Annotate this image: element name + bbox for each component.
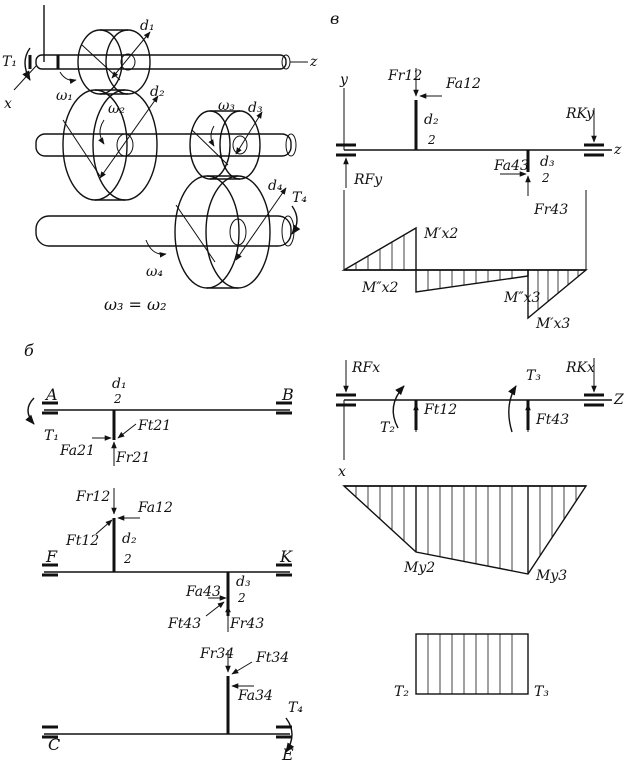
bearing-b-label: B bbox=[281, 385, 294, 404]
axis-x-label-h: x bbox=[338, 464, 346, 480]
panel-v-d2-label: d₂ bbox=[424, 112, 439, 128]
panel-b-fa43-label: Fa43 bbox=[185, 584, 221, 600]
panel-v-d2-half: 2 bbox=[427, 133, 436, 147]
panel-v-d3-half: 2 bbox=[541, 171, 550, 185]
panel-v-fa12-label: Fa12 bbox=[445, 76, 481, 92]
panel-v-fr43-label: Fr43 bbox=[533, 202, 568, 218]
rkx-label: RKx bbox=[565, 360, 595, 376]
gear-train-view: T₁ x z ω₁ d₁ ω₂ d₂ ω₃ d₃ T₄ d₄ ω₄ ω₃ = ω… bbox=[2, 5, 318, 314]
bearing-a-label: A bbox=[44, 385, 58, 404]
panel-horizontal-plane: Z x RFx RKx T₂ Ft12 T₃ Ft43 bbox=[336, 358, 624, 700]
fr12-label: Fr12 bbox=[75, 489, 110, 505]
my3-label: My3 bbox=[535, 568, 567, 584]
panel-v-fr12-label: Fr12 bbox=[387, 68, 422, 84]
panel-b-tag: б bbox=[24, 341, 34, 360]
omega-2-label: ω₂ bbox=[108, 101, 125, 117]
panel-v-tag: в bbox=[330, 9, 339, 28]
ft34-label: Ft34 bbox=[255, 650, 289, 666]
panel-b-d3-label: d₃ bbox=[236, 574, 251, 590]
torque-t1-label: T₁ bbox=[2, 54, 17, 70]
d4-label: d₄ bbox=[268, 178, 283, 194]
rfx-label: RFx bbox=[351, 360, 380, 376]
torque-t2-label: T₂ bbox=[394, 684, 409, 700]
fa34-label: Fa34 bbox=[237, 688, 273, 704]
torque-t4-label: T₄ bbox=[292, 190, 307, 206]
my-hatching bbox=[355, 486, 577, 571]
mx-hatching bbox=[355, 235, 579, 310]
rky-label: RKy bbox=[565, 106, 595, 122]
axis-z-label: z bbox=[309, 54, 318, 70]
panel-b-d3-half: 2 bbox=[237, 591, 246, 605]
my2-label: My2 bbox=[403, 560, 435, 576]
mx3-double-prime-label: M″x3 bbox=[503, 290, 540, 306]
panel-b-t4-label: T₄ bbox=[288, 700, 303, 716]
ft12-label: Ft12 bbox=[65, 533, 99, 549]
mx2-double-prime-label: M″x2 bbox=[361, 280, 398, 296]
input-shaft bbox=[28, 5, 291, 70]
panel-h-ft43-label: Ft43 bbox=[535, 412, 569, 428]
torque-t3-label: T₃ bbox=[534, 684, 549, 700]
panel-v-d3-label: d₃ bbox=[540, 154, 555, 170]
gear-1 bbox=[77, 29, 151, 95]
axis-y-label: y bbox=[339, 72, 349, 88]
mx2-prime-label: M′x2 bbox=[423, 226, 458, 242]
bearing-k-label: K bbox=[279, 547, 293, 566]
d2-label: d₂ bbox=[150, 84, 165, 100]
fr34-label: Fr34 bbox=[199, 646, 234, 662]
intermediate-shaft bbox=[35, 133, 297, 157]
bearing-e-label: E bbox=[281, 745, 294, 763]
panel-h-t3-label: T₃ bbox=[526, 368, 541, 384]
d3-label: d₃ bbox=[248, 100, 263, 116]
axis-x-label: x bbox=[4, 96, 12, 112]
gear-3 bbox=[189, 110, 261, 180]
panel-b-d1-label: d₁ bbox=[112, 376, 127, 392]
output-shaft bbox=[35, 215, 295, 247]
panel-b-fr43-label: Fr43 bbox=[229, 616, 264, 632]
bearing-f-label: F bbox=[45, 547, 58, 566]
axis-z-label-h: Z bbox=[613, 392, 624, 408]
panel-b-d2-label: d₂ bbox=[122, 531, 137, 547]
panel-v-fa43-label: Fa43 bbox=[493, 158, 529, 174]
omega-1-label: ω₁ bbox=[56, 88, 73, 104]
panel-b-d1-half: 2 bbox=[113, 392, 122, 406]
panel-b-d2-half: 2 bbox=[123, 552, 132, 566]
rfy-label: RFy bbox=[353, 172, 383, 188]
fr21-label: Fr21 bbox=[115, 450, 150, 466]
panel-b-ft43-label: Ft43 bbox=[167, 616, 201, 632]
omega-4-label: ω₄ bbox=[146, 264, 163, 280]
torque-hatching bbox=[427, 634, 513, 694]
panel-h-ft12-label: Ft12 bbox=[423, 402, 457, 418]
d1-label: d₁ bbox=[140, 18, 155, 34]
mx3-prime-label: M′x3 bbox=[535, 316, 570, 332]
speed-relation: ω₃ = ω₂ bbox=[104, 295, 167, 314]
fa12-label: Fa12 bbox=[137, 500, 173, 516]
panel-v-vertical-plane: в y z Fr12 Fa12 d₂ 2 RKy RFy Fa43 d₃ 2 F… bbox=[330, 9, 622, 332]
panel-b-t1-label: T₁ bbox=[44, 428, 59, 444]
ft21-label: Ft21 bbox=[137, 418, 171, 434]
axis-z-label-v: z bbox=[613, 142, 622, 158]
panel-b-shaft-loads: б A B T₁ d₁ 2 Ft21 Fa21 Fr21 Fr12 bbox=[24, 341, 303, 763]
panel-h-t2-label: T₂ bbox=[380, 420, 395, 436]
omega-3-label: ω₃ bbox=[218, 98, 235, 114]
bearing-c-label: C bbox=[48, 735, 60, 754]
fa21-label: Fa21 bbox=[59, 443, 95, 459]
